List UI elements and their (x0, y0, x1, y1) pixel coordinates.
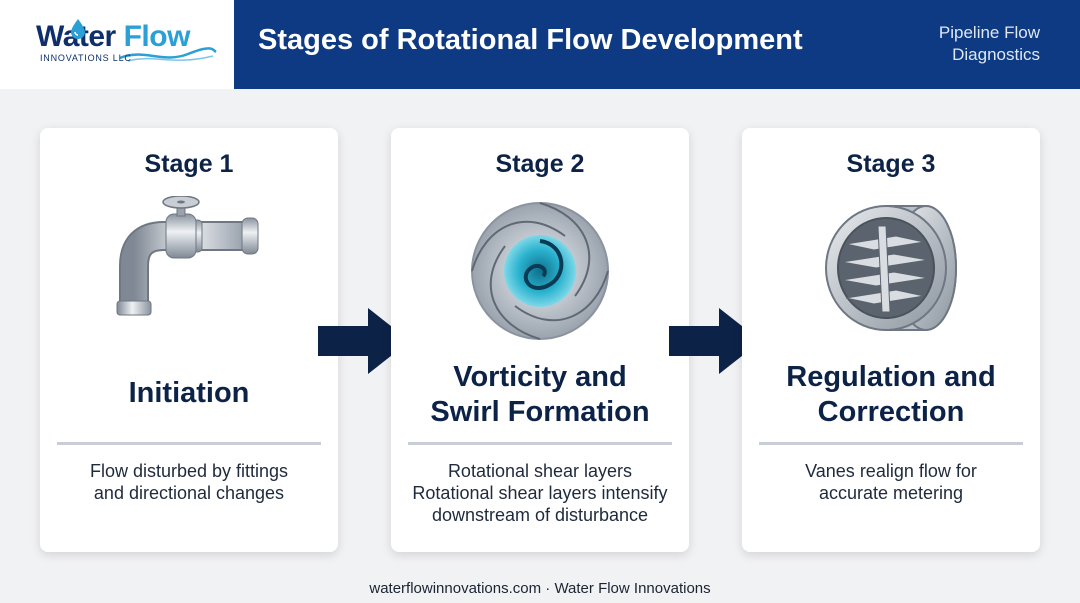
footer-text: waterflowinnovations.com · Water Flow In… (369, 580, 711, 597)
page-title: Stages of Rotational Flow Development (258, 24, 803, 56)
pipe-elbow-valve-icon (116, 196, 259, 316)
stage-label: Stage 3 (846, 150, 936, 178)
description-line1: Rotational shear layers (447, 461, 633, 481)
header-subtitle-line2: Diagnostics (952, 45, 1040, 64)
description-line1: Vanes realign flow for (805, 461, 977, 481)
divider (408, 442, 672, 445)
logo-subtitle: INNOVATIONS LLC (40, 53, 132, 63)
stage-description: Vanes realign flow for accurate metering (750, 460, 1032, 504)
description-line3: downstream of disturbance (431, 505, 649, 525)
stage-title: Initiation (50, 376, 328, 411)
logo: Water Flow INNOVATIONS LLC (0, 0, 234, 89)
header-subtitle: Pipeline Flow Diagnostics (840, 22, 1040, 66)
stage-title-line1: Regulation and (786, 361, 996, 393)
logo-word-flow: Flow (123, 20, 191, 53)
description-line1: Flow disturbed by fittings (89, 461, 289, 481)
flow-conditioner-vanes-icon (825, 205, 957, 331)
stage-title: Regulation and Correction (752, 360, 1030, 430)
description-line2: and directional changes (93, 483, 285, 503)
stage-card-2: Stage 2 Vorticity and Swirl Formation Ro… (391, 128, 689, 552)
stage-title-line1: Vorticity and (453, 361, 627, 393)
header-bar: Stages of Rotational Flow Development Pi… (234, 0, 1080, 89)
swirl-vortex-icon (471, 202, 609, 340)
stage-description: Rotational shear layers Rotational shear… (399, 460, 681, 526)
right-arrow-icon (318, 308, 410, 374)
description-line2: Rotational shear layers intensify (412, 483, 668, 503)
stage-card-3: Stage 3 Regulation and Correction Vanes … (742, 128, 1040, 552)
stage-card-1: Stage 1 Initiation Flow disturbed by fit… (40, 128, 338, 552)
stage-label: Stage 1 (144, 150, 234, 178)
header-subtitle-line1: Pipeline Flow (938, 23, 1040, 42)
stage-title-line2: Correction (817, 396, 965, 428)
divider (759, 442, 1023, 445)
right-arrow-icon (669, 308, 761, 374)
stage-label: Stage 2 (495, 150, 585, 178)
divider (57, 442, 321, 445)
wave-icon (119, 47, 217, 62)
stage-title-line2: Swirl Formation (430, 396, 650, 428)
water-drop-icon (71, 19, 85, 39)
stage-title: Vorticity and Swirl Formation (401, 360, 679, 430)
description-line2: accurate metering (818, 483, 964, 503)
stage-description: Flow disturbed by fittings and direction… (48, 460, 330, 504)
stage-title-line1: Initiation (128, 377, 250, 409)
